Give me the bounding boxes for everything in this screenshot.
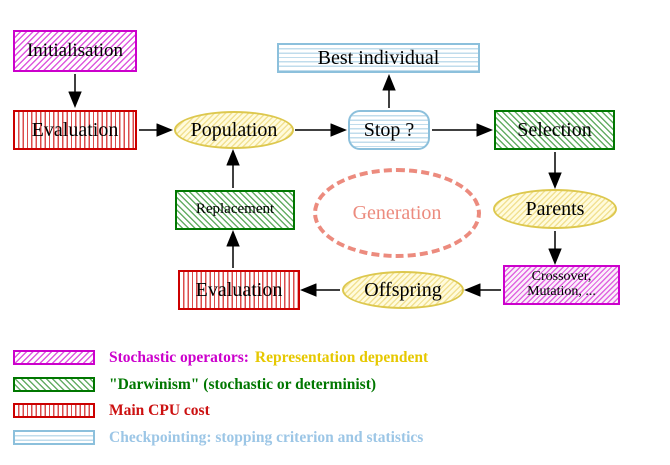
crossover-label-line2: Mutation, ...	[527, 284, 596, 299]
crossover-label-line1: Crossover,	[531, 269, 592, 285]
legend-row-cpu-cost: Main CPU cost	[13, 402, 210, 419]
generation-loop-ellipse: Generation	[313, 168, 481, 258]
legend-label-cpu-cost: Main CPU cost	[109, 401, 210, 419]
node-best-individual: Best individual	[277, 43, 480, 73]
legend-row-stochastic: Stochastic operators: Representation dep…	[13, 349, 428, 366]
node-offspring: Offspring	[342, 271, 464, 309]
node-evaluation-bottom: Evaluation	[178, 270, 300, 310]
legend-swatch-cyan-lines	[13, 430, 95, 445]
legend-label-stochastic: Stochastic operators:	[109, 348, 249, 366]
legend-row-checkpointing: Checkpointing: stopping criterion and st…	[13, 429, 423, 446]
node-replacement: Replacement	[175, 190, 295, 230]
legend-swatch-red-stripes	[13, 403, 95, 418]
legend-swatch-magenta-hatch	[13, 350, 95, 365]
legend-swatch-green-hatch	[13, 377, 95, 392]
node-stop: Stop ?	[348, 110, 430, 150]
legend-label-checkpointing: Checkpointing: stopping criterion and st…	[109, 428, 424, 446]
legend-row-darwinism: "Darwinism" (stochastic or determinist)	[13, 376, 376, 393]
node-parents: Parents	[493, 189, 617, 229]
node-crossover-mutation: Crossover, Mutation, ...	[503, 265, 620, 305]
node-initialisation: Initialisation	[13, 30, 137, 72]
legend-label-representation: Representation dependent	[254, 348, 429, 366]
node-population: Population	[174, 111, 294, 149]
legend-label-darwinism: "Darwinism" (stochastic or determinist)	[109, 375, 377, 393]
node-selection: Selection	[494, 110, 615, 150]
node-evaluation-top: Evaluation	[13, 110, 137, 150]
